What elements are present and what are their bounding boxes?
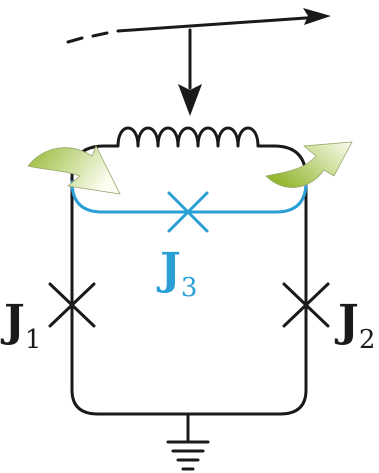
ground-symbol: [166, 412, 210, 471]
label-j3: J3: [156, 244, 197, 303]
flux-line-dashed: [66, 8, 331, 44]
green-current-arrow-left: [27, 145, 121, 195]
green-current-arrow-right: [265, 141, 353, 188]
right-loop-wire: [186, 176, 308, 416]
down-arrowhead: [178, 84, 202, 116]
josephson-junction-j2: [282, 282, 330, 328]
input-arrow: [178, 28, 202, 116]
dashed-line-arrowhead: [303, 8, 331, 25]
label-j1: J1: [0, 296, 41, 355]
josephson-junction-j1: [48, 282, 96, 328]
inductor-coil: [70, 126, 308, 180]
left-loop-wire: [70, 176, 190, 416]
josephson-junction-j3: [167, 191, 209, 233]
label-j2: J2: [334, 296, 375, 355]
